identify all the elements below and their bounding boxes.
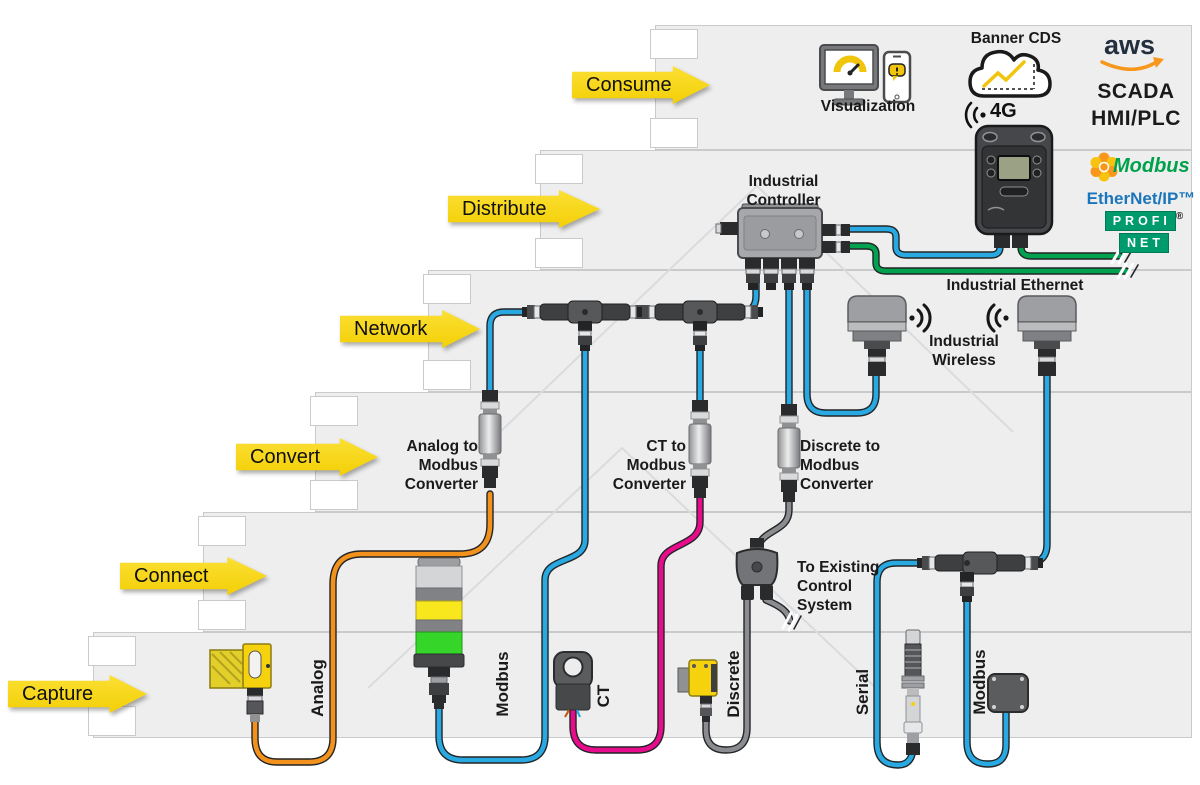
stage-arrow-convert: Convert — [236, 438, 378, 476]
existing-control-system-label: To Existing Control System — [797, 559, 880, 615]
ct-converter-label: CT to Modbus Converter — [612, 438, 686, 494]
capture-discrete-label: Discrete — [724, 650, 743, 718]
ct-clamp — [553, 651, 593, 718]
capture-analog-label: Analog — [308, 659, 327, 717]
stage-arrow-label: Connect — [134, 564, 209, 587]
industrial-ethernet-label: Industrial Ethernet — [946, 277, 1084, 294]
cable-splitter — [735, 538, 779, 600]
wireless-node-left — [847, 295, 907, 376]
band-notch — [650, 118, 698, 148]
modbus-node — [987, 673, 1029, 713]
stage-arrow-label: Capture — [22, 682, 94, 705]
phone-icon — [882, 50, 912, 104]
cable-serial — [873, 559, 954, 769]
tower-light — [413, 557, 465, 709]
band-notch — [198, 516, 246, 546]
registered-mark: ® — [1175, 211, 1184, 222]
modbus-logo-icon — [1090, 152, 1118, 182]
cable-splitter-left — [702, 596, 751, 754]
band-notch — [535, 154, 583, 184]
cable-wireless-left — [803, 262, 880, 417]
serial-probe — [901, 629, 925, 755]
band-notch — [310, 396, 358, 426]
cable-network-trunk — [486, 262, 760, 402]
aws-smile-icon — [1100, 57, 1164, 71]
cable-modbus-node — [963, 581, 1010, 768]
band-notch — [88, 636, 136, 666]
break-mark-green-bottom — [1116, 262, 1139, 280]
cellular-signal-icon — [964, 101, 986, 129]
industrial-wireless-label: Industrial Wireless — [929, 333, 999, 370]
break-mark-branch — [781, 611, 802, 632]
tee-connector-3 — [917, 551, 1043, 602]
photoelectric-sensor — [209, 643, 272, 722]
profinet-logo: PROFI® NET — [1094, 211, 1194, 253]
band-notch — [310, 480, 358, 510]
visualization-label: Visualization — [820, 98, 916, 115]
cable-ethernet-green — [842, 242, 1130, 275]
band-notch — [423, 360, 471, 390]
scada-label: SCADA — [1097, 80, 1175, 103]
stage-arrow-network: Network — [340, 310, 480, 348]
band-notch — [650, 29, 698, 59]
wireless-node-right — [1017, 295, 1077, 376]
stage-arrow-label: Convert — [250, 445, 321, 468]
cable-gateway-blue — [842, 225, 1004, 259]
stage-arrow-label: Network — [354, 317, 428, 340]
cellular-gateway — [974, 124, 1054, 248]
stage-arrow-label: Distribute — [462, 197, 547, 220]
profinet-row1: PROFI — [1104, 211, 1176, 231]
industrial-controller — [715, 203, 850, 290]
band-notch — [535, 238, 583, 268]
capture-modbus2-label: Modbus — [970, 649, 989, 715]
capture-modbus-label: Modbus — [493, 651, 512, 717]
wireless-signal-icon-left — [909, 303, 932, 333]
industrial-controller-label: Industrial Controller — [746, 173, 821, 210]
cloud-chart-icon — [968, 49, 1052, 98]
stage-band-consume — [655, 25, 1192, 150]
tee-connector-1 — [522, 300, 648, 351]
profinet-row2: NET — [1119, 233, 1169, 253]
band-notch — [198, 600, 246, 630]
discrete-sensor — [677, 659, 718, 722]
stage-band-distribute — [540, 150, 1192, 270]
cable-wireless-right — [1006, 370, 1051, 567]
cable-analog — [251, 490, 494, 766]
cellular-4g-label: 4G — [990, 100, 1017, 122]
discrete-converter-label: Discrete to Modbus Converter — [800, 438, 881, 494]
stage-arrow-label: Consume — [586, 73, 672, 96]
monitor-icon — [819, 44, 879, 106]
converter-analog — [478, 390, 502, 488]
wireless-signal-icon-right — [986, 303, 1009, 333]
converter-discrete — [777, 404, 801, 502]
cable-ct — [569, 488, 704, 754]
converter-ct — [688, 400, 712, 498]
analog-converter-label: Analog to Modbus Converter — [404, 438, 478, 494]
aws-logo-text: aws — [1104, 30, 1156, 60]
capture-ct-label: CT — [594, 684, 613, 708]
banner-cds-label: Banner CDS — [970, 30, 1062, 47]
stage-arrow-connect: Connect — [120, 557, 267, 595]
ethernet-ip-logo-text: EtherNet/IP™ — [1086, 189, 1196, 208]
modbus-logo-text: Modbus — [1113, 155, 1190, 177]
hmi-plc-label: HMI/PLC — [1091, 107, 1181, 130]
capture-serial-label: Serial — [853, 668, 872, 716]
cable-modbus-tower — [435, 314, 589, 764]
tee-connector-2 — [637, 300, 763, 351]
stage-arrow-capture: Capture — [8, 675, 147, 713]
band-notch — [423, 274, 471, 304]
stage-arrow-consume: Consume — [572, 66, 710, 104]
stage-arrow-distribute: Distribute — [448, 190, 600, 228]
